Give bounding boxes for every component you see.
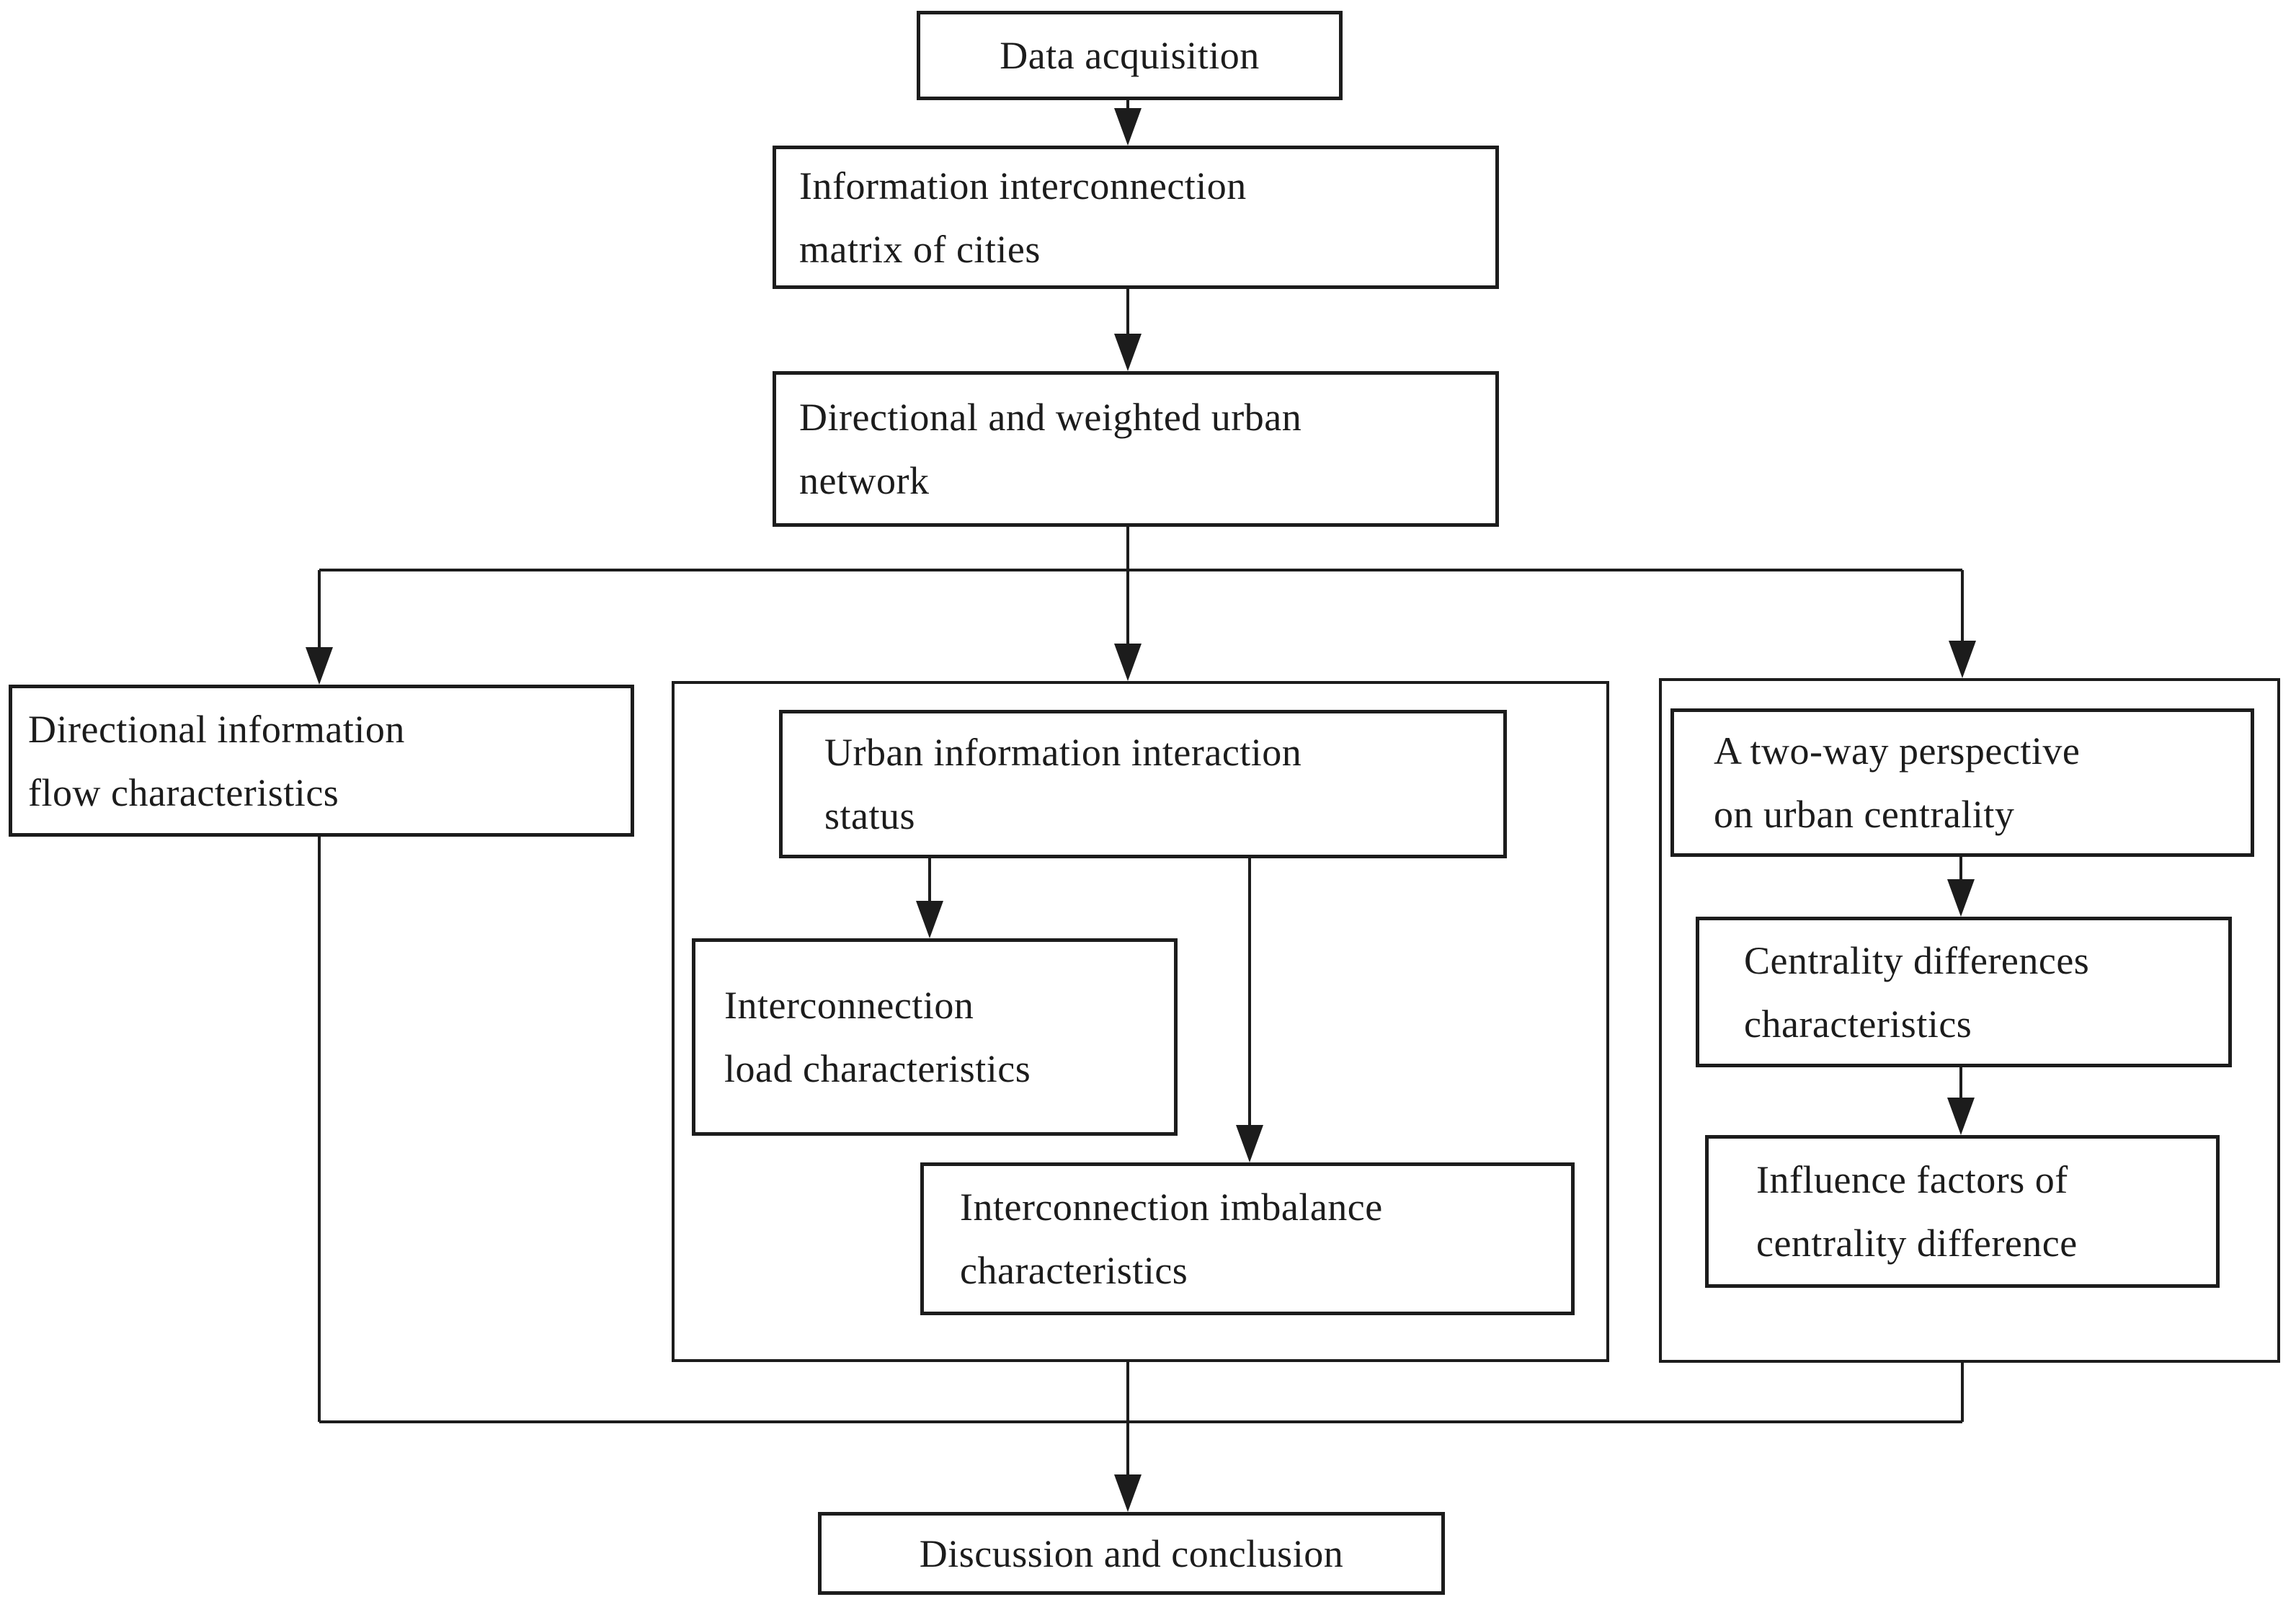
node-influence-factors-centrality-difference: Influence factors of centrality differen… [1705,1135,2220,1288]
node-centrality-differences-characteristics: Centrality differences characteristics [1696,917,2232,1067]
node-data-acquisition: Data acquisition [917,11,1343,100]
arrowheads [306,108,1976,1512]
node-information-interconnection-matrix: Information interconnection matrix of ci… [773,146,1499,289]
interaction-status-group-container [672,681,1609,1362]
node-directional-weighted-urban-network: Directional and weighted urban network [773,371,1499,527]
node-directional-information-flow-characteristics: Directional information flow characteris… [9,685,634,837]
node-interconnection-imbalance-characteristics: Interconnection imbalance characteristic… [920,1162,1575,1315]
node-urban-information-interaction-status: Urban information interaction status [779,710,1507,858]
urban-centrality-group-container [1659,678,2280,1363]
node-discussion-and-conclusion: Discussion and conclusion [818,1512,1445,1595]
node-interconnection-load-characteristics: Interconnection load characteristics [692,938,1178,1136]
node-two-way-perspective-urban-centrality: A two-way perspective on urban centralit… [1670,708,2254,857]
